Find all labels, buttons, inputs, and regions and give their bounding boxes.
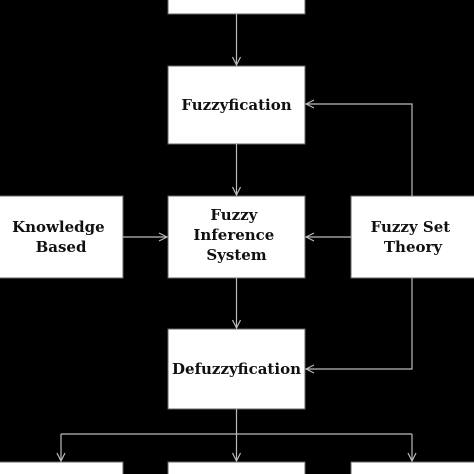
node-inference-line: System: [206, 246, 266, 264]
node-knowledge: Knowledge Based: [0, 195, 124, 279]
node-inference-box: [167, 195, 306, 279]
node-output-left: [0, 461, 124, 474]
node-output-center: [167, 461, 306, 474]
node-inference-label: Fuzzy Inference System: [193, 206, 279, 264]
node-knowledge-line: Based: [36, 238, 87, 256]
node-knowledge-box: [0, 195, 124, 279]
arrow-settheory-to-fuzzyfication: [306, 104, 413, 196]
node-knowledge-line: Knowledge: [12, 218, 105, 236]
node-defuzzyfication-label: Defuzzyfication: [172, 360, 301, 378]
node-input-box: [167, 0, 306, 15]
node-output-left-box: [0, 461, 124, 474]
node-settheory-line: Fuzzy Set: [371, 218, 451, 236]
node-inference-line: Fuzzy: [210, 206, 258, 224]
node-settheory: Fuzzy Set Theory: [350, 195, 474, 279]
node-settheory-line: Theory: [384, 238, 444, 256]
node-settheory-box: [350, 195, 474, 279]
node-output-center-box: [167, 461, 306, 474]
node-fuzzyfication-box: [167, 65, 306, 145]
node-inference-line: Inference: [193, 226, 274, 244]
node-fuzzyfication-line: Fuzzyfication: [181, 96, 291, 114]
arrow-settheory-to-defuzzyfication: [306, 278, 413, 369]
node-defuzzyfication-line: Defuzzyfication: [172, 360, 301, 378]
node-output-right-box: [350, 461, 474, 474]
node-input: [167, 0, 306, 15]
node-knowledge-label: Knowledge Based: [12, 218, 110, 256]
node-fuzzyfication-label: Fuzzyfication: [181, 96, 291, 114]
node-output-right: [350, 461, 474, 474]
node-fuzzyfication: Fuzzyfication: [167, 65, 306, 145]
node-defuzzyfication: Defuzzyfication: [167, 328, 306, 410]
node-settheory-label: Fuzzy Set Theory: [371, 218, 456, 256]
node-inference: Fuzzy Inference System: [167, 195, 306, 279]
